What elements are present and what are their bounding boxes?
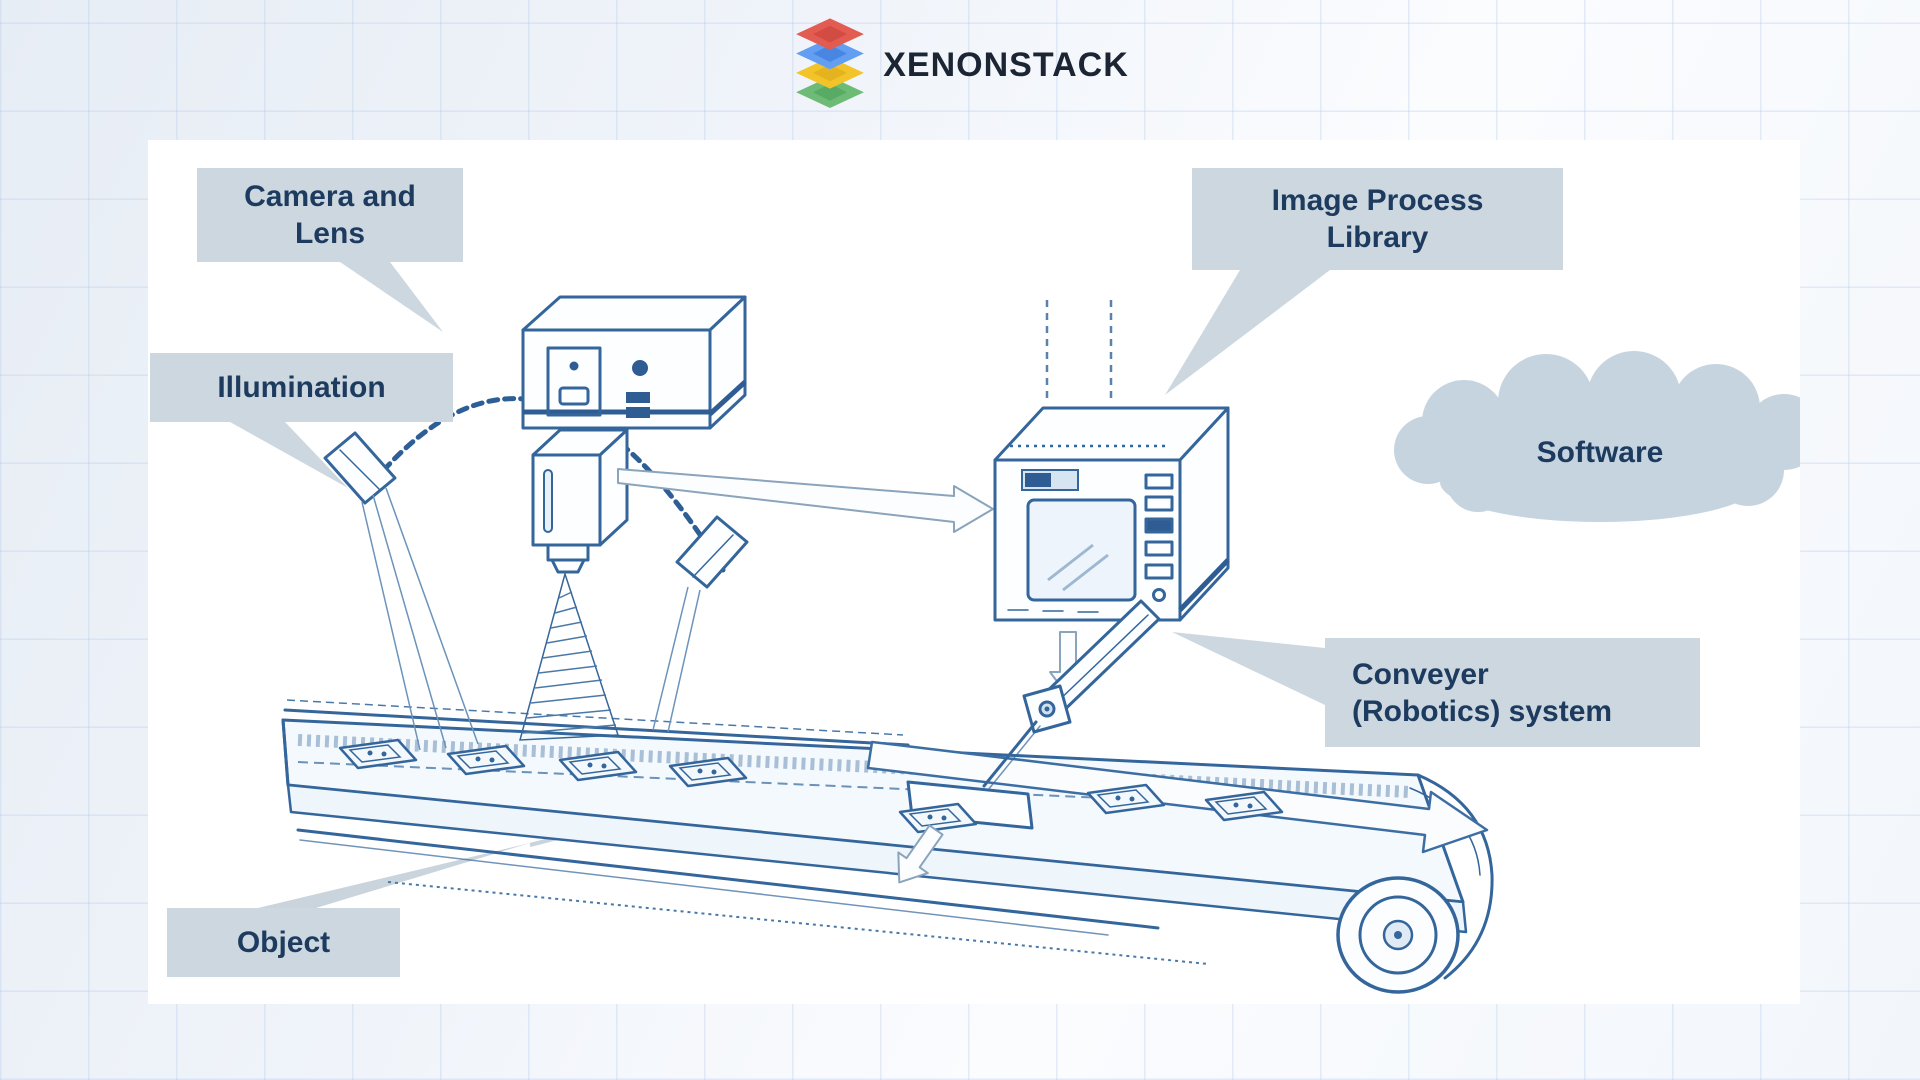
conveyor-roller-drawing — [1336, 773, 1494, 994]
processor-drawing — [993, 300, 1230, 622]
signal-arrow — [617, 468, 994, 533]
xenonstack-logo-icon — [796, 18, 865, 108]
illumination-drawing — [323, 396, 749, 751]
diverter-drawing — [883, 780, 1034, 894]
callout-tail-image-process — [1165, 270, 1330, 395]
label-object: Object — [167, 908, 400, 977]
label-improc-line1: Image Process — [1271, 184, 1484, 217]
label-software-text: Software — [1536, 436, 1664, 469]
machine-vision-diagram — [230, 262, 1800, 994]
brand-name: XENONSTACK — [883, 45, 1129, 84]
label-camera-line2: Lens — [294, 217, 366, 250]
label-camera-line1: Camera and — [244, 180, 416, 213]
brand-header: XENONSTACK — [0, 16, 1920, 108]
label-illumination-text: Illumination — [217, 371, 386, 404]
label-conveyer-robotics-system: Conveyer (Robotics) system — [1325, 638, 1700, 747]
software-cloud — [1394, 351, 1800, 522]
camera-drawing — [521, 295, 747, 430]
callout-tail-illumination — [230, 422, 348, 488]
belt-direction-arrow — [866, 740, 1489, 854]
callout-tail-conveyer — [1172, 632, 1325, 705]
label-illumination: Illumination — [150, 353, 453, 422]
label-software: Software — [1500, 436, 1700, 470]
label-object-text: Object — [236, 926, 331, 959]
conveyor-belt-drawing — [281, 699, 1468, 965]
actuator-drawing — [982, 599, 1161, 791]
diagram-panel: Camera and Lens Illumination Image Proce… — [148, 140, 1800, 1004]
label-improc-line2: Library — [1326, 221, 1429, 254]
label-image-process-library: Image Process Library — [1192, 168, 1563, 270]
callout-tail-camera — [340, 262, 443, 332]
label-camera-and-lens: Camera and Lens — [197, 168, 463, 262]
label-conveyer-line2: (Robotics) system — [1352, 694, 1613, 728]
label-conveyer-line1: Conveyer — [1352, 657, 1489, 691]
